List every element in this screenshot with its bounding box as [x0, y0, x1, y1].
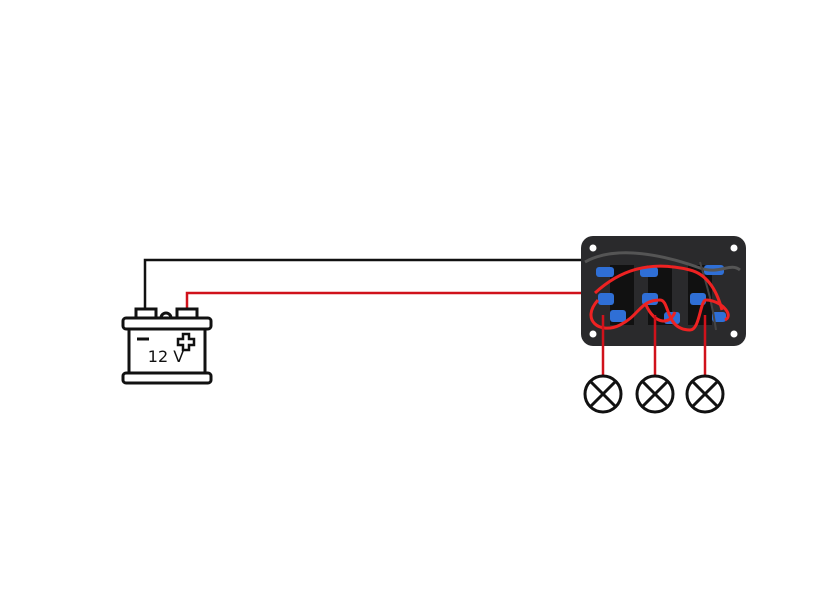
lamp-2-icon — [635, 374, 675, 414]
ground-wire — [143, 258, 590, 310]
positive-wire — [185, 291, 595, 310]
battery-icon — [121, 307, 213, 385]
switch-panel — [581, 236, 746, 346]
lamp-1-icon — [583, 374, 623, 414]
lamp-3-icon — [685, 374, 725, 414]
battery-voltage-label: 12 V — [148, 347, 184, 366]
